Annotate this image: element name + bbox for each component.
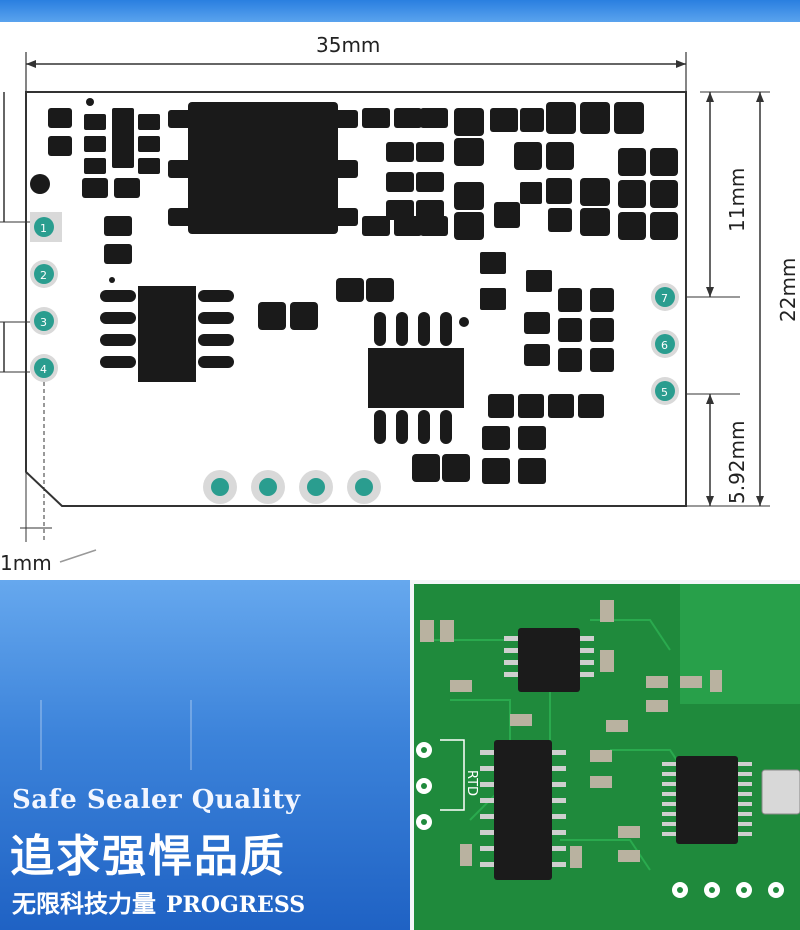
pcb-crystal — [761, 769, 800, 815]
tagline-english: Safe Sealer Quality — [12, 785, 301, 815]
tagline-chinese: 追求强悍品质 — [10, 831, 286, 882]
passive-pads — [30, 98, 678, 484]
subtitle: 无限科技力量 PROGRESS — [12, 884, 305, 919]
dim-lower-label: 5.92mm — [725, 421, 749, 505]
svg-text:7: 7 — [661, 292, 668, 305]
svg-text:1: 1 — [40, 222, 47, 235]
pcb-chip-left — [494, 740, 552, 880]
main-ic-footprint — [168, 102, 358, 234]
svg-text:4: 4 — [40, 363, 47, 376]
subtitle-chinese: 无限科技力量 — [12, 890, 156, 918]
soic8-left-footprint — [100, 277, 234, 382]
pcb-smd-parts — [420, 600, 722, 868]
dim-width-label: 35mm — [316, 33, 380, 57]
right-pin-6: 6 — [651, 330, 679, 358]
top-banner-strip — [0, 0, 800, 22]
left-pin-1: 1 — [30, 212, 62, 242]
soic8-center-footprint — [368, 312, 469, 444]
pcb-dimension-drawing: 35mm 11mm 22mm 5.92mm 1mm 1 2 3 4 — [0, 33, 800, 575]
svg-text:2: 2 — [40, 269, 47, 282]
svg-text:5: 5 — [661, 386, 668, 399]
dim-upper-label: 11mm — [725, 168, 749, 232]
dim-pitch-label: 1mm — [0, 551, 52, 575]
subtitle-english: PROGRESS — [166, 892, 306, 918]
pcb-silkscreen-label: RTD — [464, 770, 479, 796]
left-pin-4: 4 — [30, 354, 58, 382]
board-outline — [25, 91, 687, 507]
bottom-pins — [203, 470, 381, 504]
right-pin-7: 7 — [651, 283, 679, 311]
pcb-chip-top — [518, 628, 580, 692]
pcb-chip-right — [676, 756, 738, 844]
svg-text:3: 3 — [40, 316, 47, 329]
left-pin-2: 2 — [30, 260, 58, 288]
dim-height-label: 22mm — [776, 258, 800, 322]
left-pin-3: 3 — [30, 307, 58, 335]
pcb-photo: RTD — [410, 580, 800, 930]
right-pin-5: 5 — [651, 377, 679, 405]
svg-text:6: 6 — [661, 339, 668, 352]
promo-banner: RTD Safe Sealer Quality 追求强悍品质 无限科技力量 PRO… — [0, 580, 800, 930]
